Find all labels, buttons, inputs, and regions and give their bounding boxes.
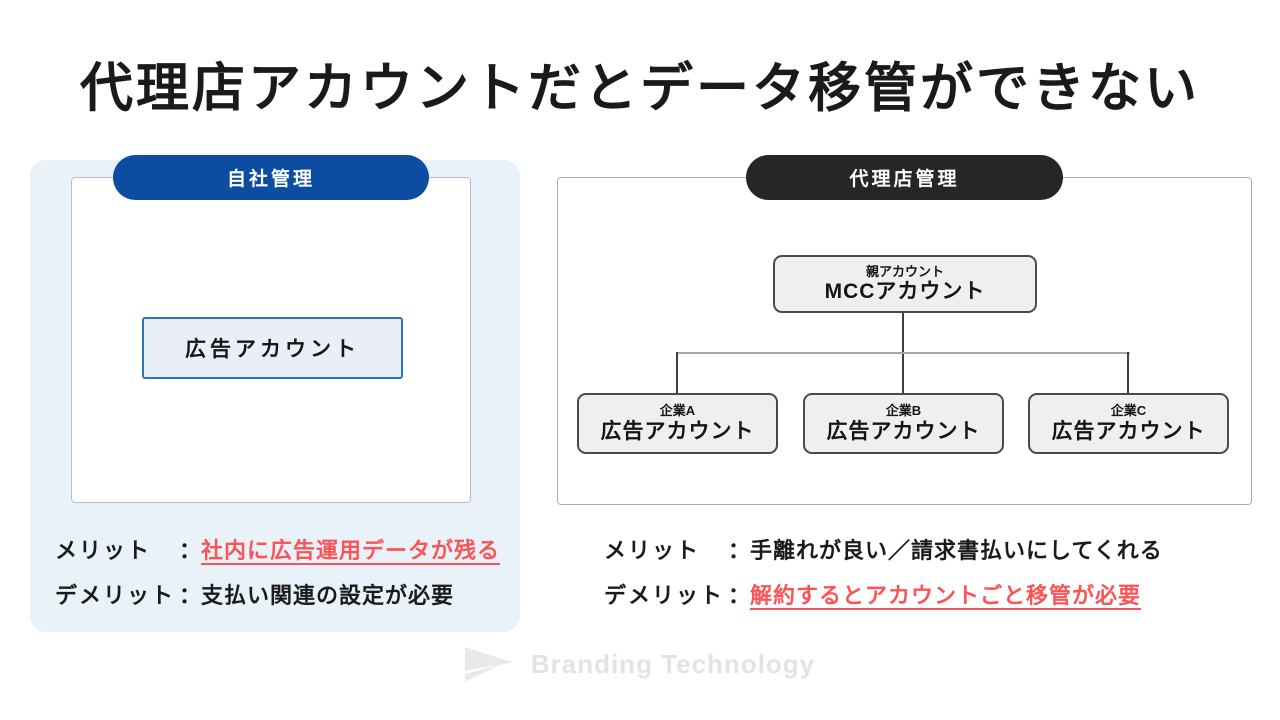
inhouse-demerit-row: デメリット ： 支払い関連の設定が必要 [55, 578, 454, 610]
agency-header-pill: 代理店管理 [746, 155, 1063, 200]
demerit-value: 解約するとアカウントごと移管が必要 [750, 583, 1142, 608]
branding-technology-logo-icon [464, 646, 513, 682]
footer-logo-text: Branding Technology [530, 648, 816, 679]
inhouse-header-label: 自社管理 [226, 169, 315, 190]
footer-logo: Branding Technology [0, 644, 1280, 684]
demerit-colon: ： [728, 583, 751, 608]
demerit-label: デメリット [604, 583, 725, 608]
child-account-caption: 企業C [1110, 403, 1147, 419]
agency-header-label: 代理店管理 [849, 169, 960, 190]
merit-value: 手離れが良い／請求書払いにしてくれる [750, 538, 1163, 563]
inhouse-merit-row: メリット ： 社内に広告運用データが残る [55, 533, 500, 565]
connector-vertical-right [1127, 352, 1129, 393]
merit-colon: ： [728, 538, 751, 563]
connector-vertical-left [676, 352, 678, 393]
page-title: 代理店アカウントだとデータ移管ができない [80, 59, 1200, 118]
merit-colon: ： [179, 538, 202, 563]
child-account-node-b: 企業B 広告アカウント [803, 393, 1004, 454]
agency-merit-row: メリット ： 手離れが良い／請求書払いにしてくれる [604, 533, 1163, 565]
child-account-caption: 企業A [659, 403, 696, 419]
demerit-label: デメリット [55, 583, 176, 608]
merit-value: 社内に広告運用データが残る [201, 538, 501, 563]
demerit-colon: ： [179, 583, 202, 608]
mcc-account-node: 親アカウント MCCアカウント [773, 255, 1037, 313]
merit-label: メリット [604, 538, 701, 563]
inhouse-ad-account-label: 広告アカウント [185, 338, 360, 361]
inhouse-header-pill: 自社管理 [113, 155, 429, 200]
child-account-label: 広告アカウント [1051, 419, 1206, 443]
merit-label: メリット [55, 538, 152, 563]
agency-demerit-row: デメリット ： 解約するとアカウントごと移管が必要 [604, 578, 1141, 610]
mcc-account-label: MCCアカウント [824, 280, 986, 304]
mcc-account-caption: 親アカウント [865, 263, 944, 279]
child-account-node-a: 企業A 広告アカウント [577, 393, 778, 454]
connector-horizontal [677, 352, 1130, 354]
child-account-node-c: 企業C 広告アカウント [1028, 393, 1229, 454]
child-account-label: 広告アカウント [826, 419, 981, 443]
child-account-caption: 企業B [885, 403, 922, 419]
demerit-value: 支払い関連の設定が必要 [201, 583, 455, 608]
agency-diagram-frame [557, 177, 1252, 505]
inhouse-ad-account-box: 広告アカウント [142, 317, 403, 379]
child-account-label: 広告アカウント [600, 419, 755, 443]
